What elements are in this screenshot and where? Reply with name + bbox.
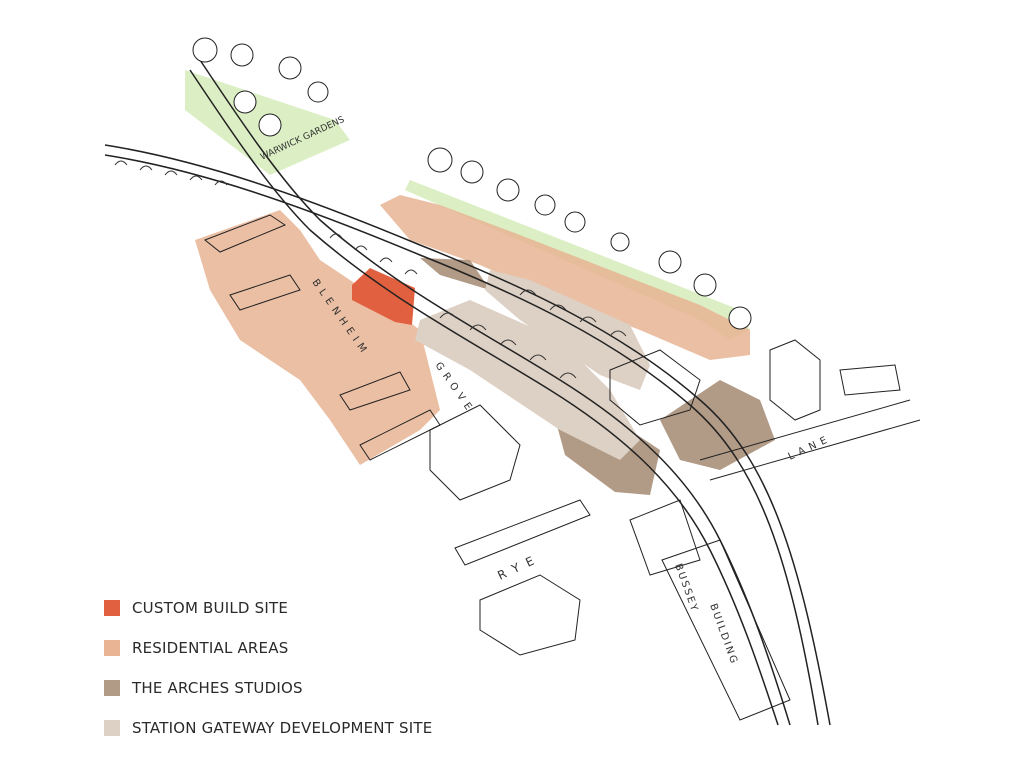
- arches-studios-c: [660, 380, 775, 470]
- residential-area-north: [380, 195, 750, 360]
- legend-label: STATION GATEWAY DEVELOPMENT SITE: [132, 719, 433, 737]
- rail-arches: [114, 160, 627, 379]
- building-label: BUILDING: [707, 602, 739, 666]
- legend-item-station-gateway: STATION GATEWAY DEVELOPMENT SITE: [104, 708, 432, 748]
- station-gateway-site-east: [485, 270, 650, 390]
- legend-swatch: [104, 640, 120, 656]
- legend-swatch: [104, 680, 120, 696]
- station-gateway-site: [415, 300, 640, 460]
- legend-label: CUSTOM BUILD SITE: [132, 599, 289, 617]
- railway-lines: [104, 59, 831, 726]
- legend-label: THE ARCHES STUDIOS: [132, 679, 303, 697]
- lane-label: LANE: [787, 433, 834, 463]
- map-legend: CUSTOM BUILD SITE RESIDENTIAL AREAS THE …: [104, 588, 432, 748]
- legend-item-custom-build: CUSTOM BUILD SITE: [104, 588, 432, 628]
- rye-label: RYE: [495, 550, 543, 582]
- legend-swatch: [104, 600, 120, 616]
- legend-item-residential: RESIDENTIAL AREAS: [104, 628, 432, 668]
- legend-label: RESIDENTIAL AREAS: [132, 639, 289, 657]
- legend-item-arches: THE ARCHES STUDIOS: [104, 668, 432, 708]
- trees: [192, 37, 752, 330]
- legend-swatch: [104, 720, 120, 736]
- custom-build-site: [352, 268, 415, 325]
- bussey-label: BUSSEY: [672, 562, 700, 614]
- residential-area-west: [195, 210, 440, 465]
- buildings: [204, 214, 901, 721]
- lane-road: [699, 399, 921, 481]
